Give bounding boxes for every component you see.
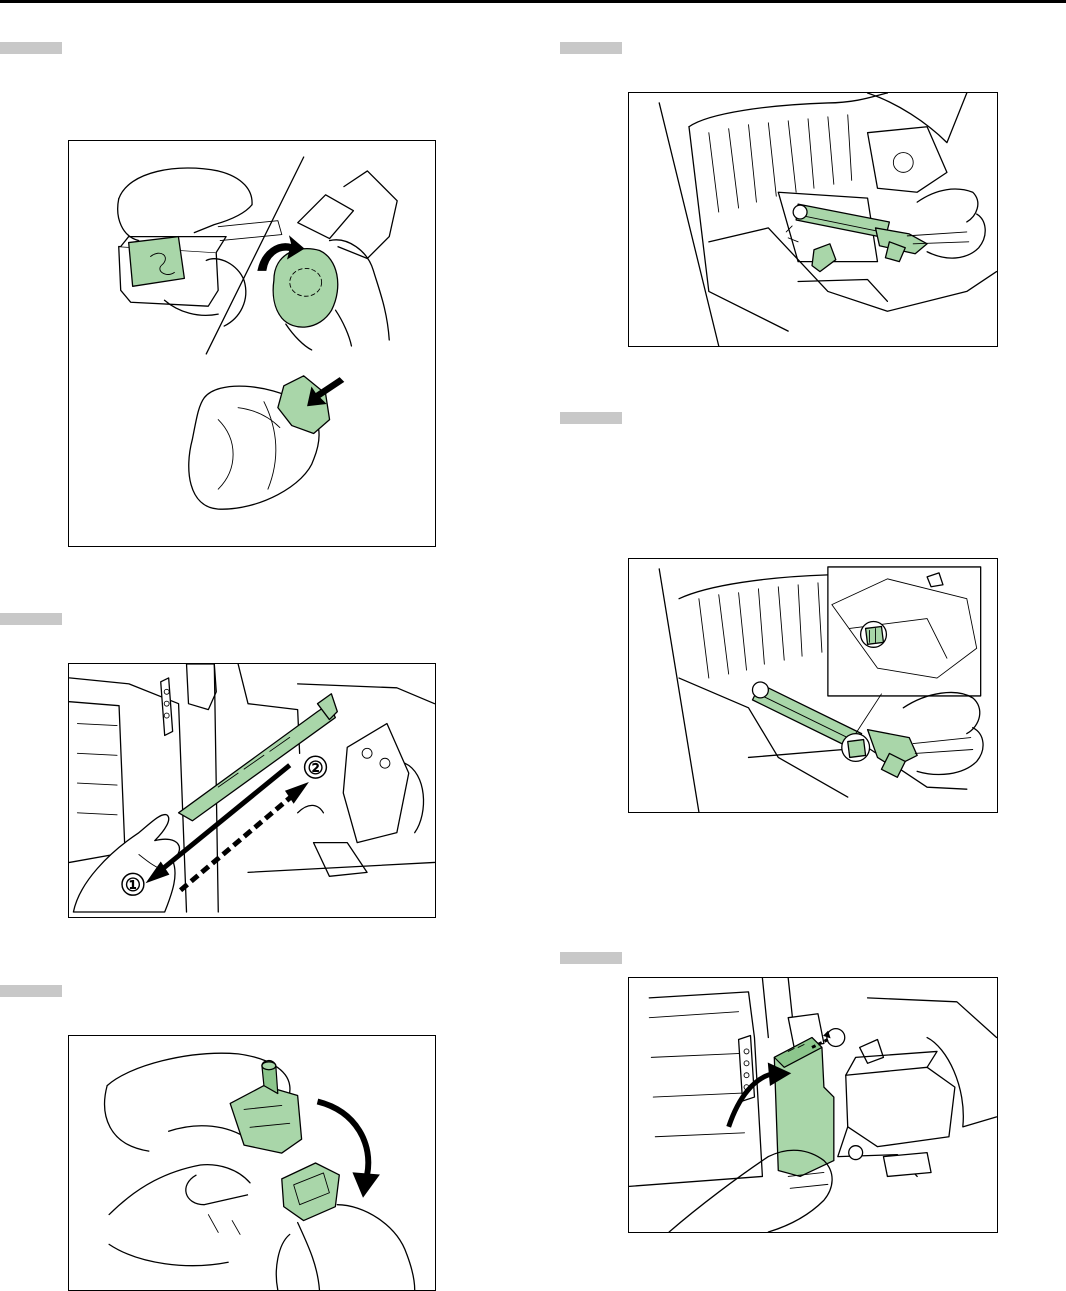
step-marker [0,613,62,625]
step-marker [560,42,622,54]
waste-toner-box-cap-illustration [69,141,435,546]
label-1: ① [122,873,144,895]
label-2: ② [305,756,327,778]
svg-text:②: ② [307,758,323,778]
step-marker [560,952,622,964]
figure-charger-cleaner-check [628,558,998,813]
cleaner-cap-removal-illustration [69,1036,435,1290]
figure-cleaning-rod: ① ② [68,663,436,918]
step-marker [0,42,62,54]
figure-cleaner-cap [68,1035,436,1291]
figure-charger-cleaner-install [628,92,998,347]
charger-cleaner-install-illustration [629,93,997,346]
step-marker [560,412,622,424]
cleaning-rod-slide-illustration: ① ② [69,664,435,917]
figure-waste-toner-cap [68,140,436,547]
charger-cleaner-detail-illustration [629,559,997,812]
figure-toner-box-install [628,977,998,1233]
waste-toner-box-install-illustration [629,978,997,1232]
svg-text:①: ① [125,875,141,895]
top-rule [0,0,1066,3]
step-marker [0,985,62,997]
